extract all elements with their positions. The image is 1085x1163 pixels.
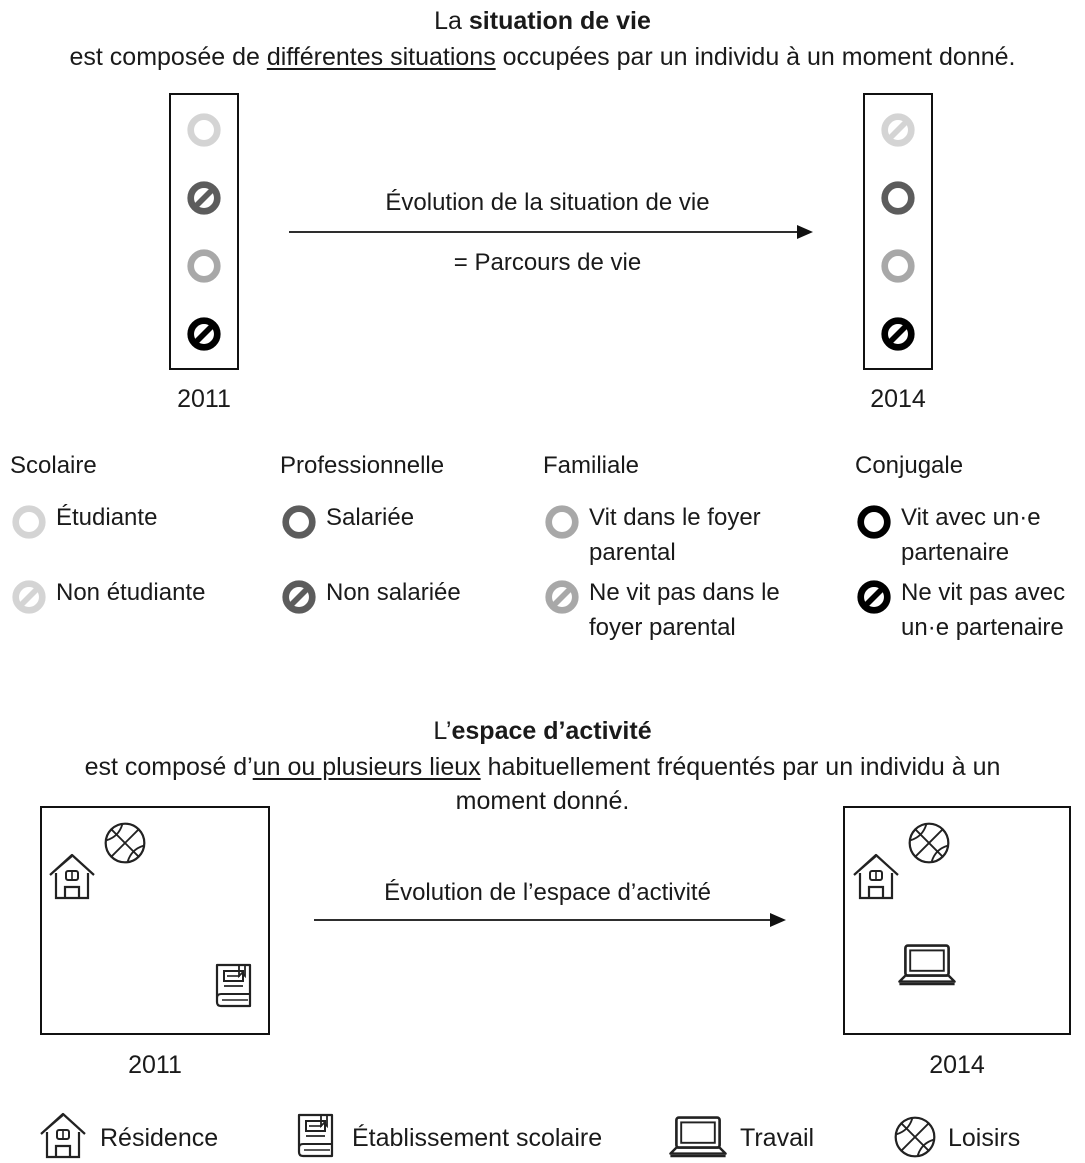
legend-leisure-icon: [892, 1114, 938, 1160]
espace-year-end: 2014: [929, 1051, 985, 1079]
legend-residence-label: Résidence: [100, 1124, 219, 1152]
legend-item-salariee: Salariée: [280, 500, 510, 539]
espace-arrow: [314, 913, 786, 927]
legend-item-etudiante: Étudiante: [10, 500, 260, 539]
espace-subtitle: est composé d’un ou plusieurs lieux habi…: [84, 753, 1001, 815]
situation-arrow: [289, 225, 813, 239]
legend-item-foyer-parental: Vit dans le foyer parental: [543, 500, 793, 572]
espace-box-2011: [40, 806, 270, 1035]
conjugale-closed-icon: [187, 317, 221, 351]
professionnelle-closed-icon: [282, 580, 316, 614]
legend-heading-scolaire: Scolaire: [10, 452, 97, 479]
situation-column-2011: [169, 93, 239, 370]
espace-arrow-label: Évolution de l’espace d’activité: [384, 879, 711, 906]
familiale-open-icon: [545, 505, 579, 539]
espace-year-start: 2011: [128, 1051, 182, 1079]
professionnelle-open-icon: [282, 505, 316, 539]
legend-school-label: Établissement scolaire: [352, 1124, 603, 1152]
familiale-open-icon: [881, 249, 915, 283]
scolaire-open-icon: [12, 505, 46, 539]
legend-item-non-etudiante: Non étudiante: [10, 575, 260, 614]
conjugale-closed-icon: [857, 580, 891, 614]
situation-year-end: 2014: [870, 385, 926, 413]
situation-arrow-label: Évolution de la situation de vie: [385, 189, 710, 216]
situation-column-2014: [863, 93, 933, 370]
situation-year-start: 2011: [177, 385, 231, 413]
scolaire-closed-icon: [12, 580, 46, 614]
residence-icon: [851, 851, 901, 901]
legend-work-icon: [668, 1114, 728, 1162]
school-icon: [208, 958, 258, 1012]
conjugale-open-icon: [857, 505, 891, 539]
situation-title: La situation de vie: [434, 7, 651, 35]
familiale-open-icon: [187, 249, 221, 283]
espace-title: L’espace d’activité: [433, 717, 652, 745]
professionnelle-open-icon: [881, 181, 915, 215]
conjugale-closed-icon: [881, 317, 915, 351]
scolaire-open-icon: [187, 113, 221, 147]
legend-item-non-salariee: Non salariée: [280, 575, 510, 614]
legend-item-avec-partenaire: Vit avec un·e partenaire: [855, 500, 1083, 572]
legend-item-sans-partenaire: Ne vit pas avec un·e partenaire: [855, 575, 1083, 683]
leisure-icon: [102, 820, 148, 866]
familiale-closed-icon: [545, 580, 579, 614]
legend-heading-familiale: Familiale: [543, 452, 640, 479]
legend-work-label: Travail: [740, 1124, 815, 1152]
professionnelle-closed-icon: [187, 181, 221, 215]
legend-item-hors-foyer-parental: Ne vit pas dans le foyer parental: [543, 575, 793, 647]
espace-box-2014: [843, 806, 1071, 1035]
legend-leisure-label: Loisirs: [948, 1124, 1021, 1152]
situation-subtitle: est composée de différentes situations o…: [69, 43, 1016, 71]
situation-arrow-sublabel: = Parcours de vie: [453, 249, 642, 276]
residence-icon: [47, 851, 97, 901]
legend-school-icon: [290, 1108, 340, 1162]
legend-residence-icon: [38, 1110, 88, 1160]
legend-heading-conjugale: Conjugale: [855, 452, 964, 479]
legend-heading-professionnelle: Professionnelle: [280, 452, 445, 479]
work-icon: [897, 942, 957, 990]
scolaire-closed-icon: [881, 113, 915, 147]
leisure-icon: [906, 820, 952, 866]
